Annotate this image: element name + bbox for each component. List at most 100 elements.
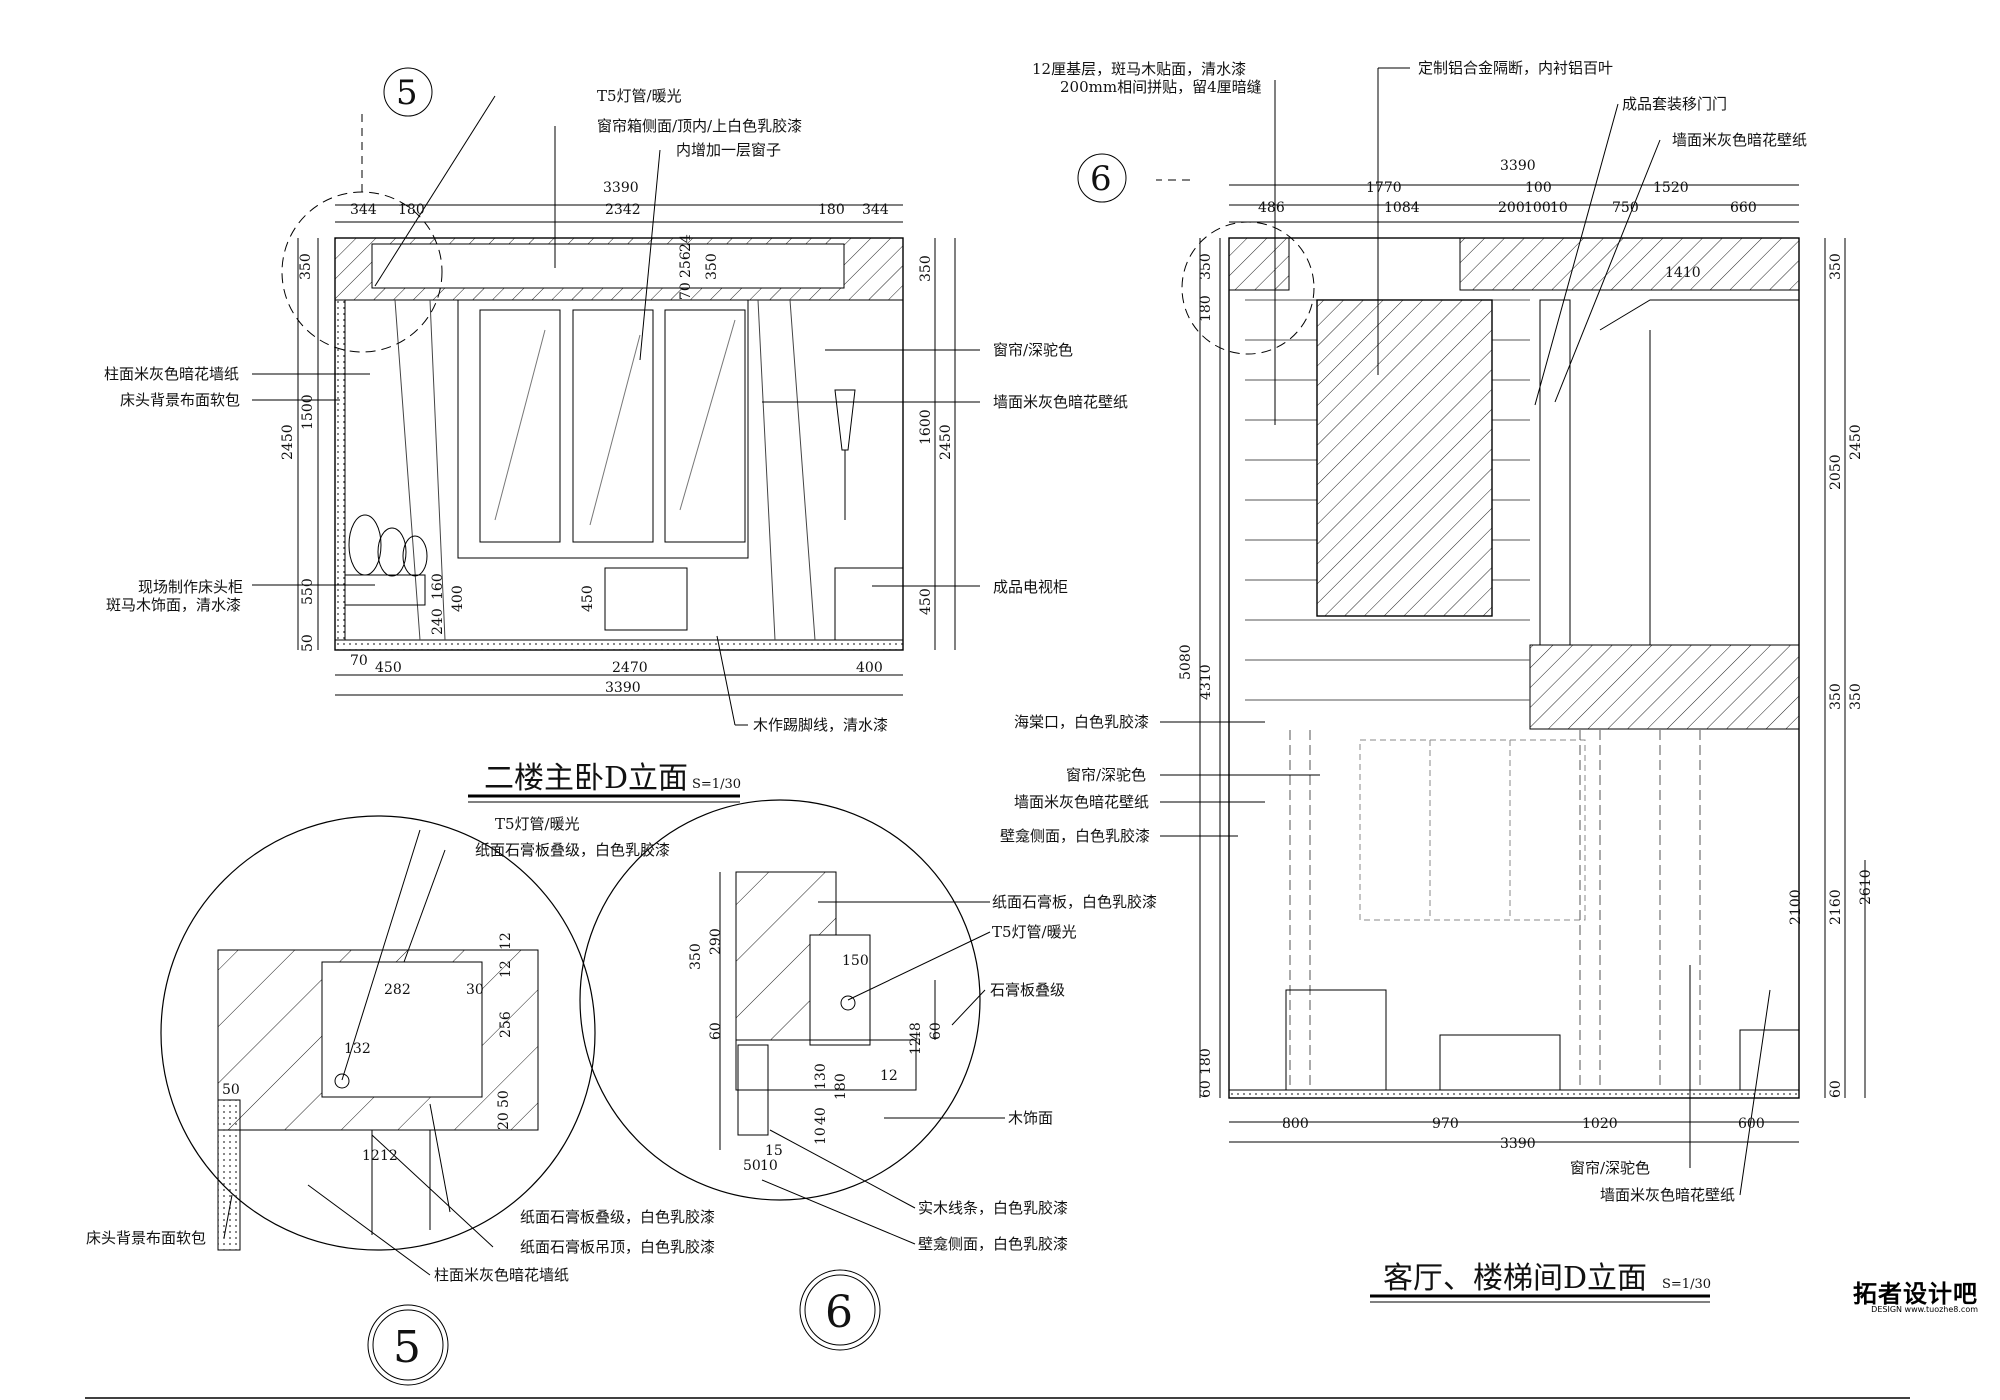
- detail6-dim-290: 290: [708, 928, 724, 955]
- living-dim-750: 750: [1612, 200, 1639, 216]
- detail5-label-bed-back: 床头背景布面软包: [86, 1229, 206, 1247]
- detail6-label-wood: 木饰面: [1008, 1109, 1053, 1127]
- bedroom-elevation-title: 二楼主卧D立面: [484, 761, 688, 796]
- dim-bot-70: 70: [350, 653, 368, 669]
- living-label-wall-paper: 墙面米灰色暗花壁纸: [1672, 131, 1807, 149]
- detail6-dim-12b: 12: [880, 1068, 898, 1084]
- label-bedside-cabinet: 现场制作床头柜: [138, 578, 243, 596]
- detail6-label-stack: 石膏板叠级: [990, 981, 1065, 999]
- living-label-niche-side: 壁龛侧面，白色乳胶漆: [1000, 827, 1150, 845]
- dim-top-total: 3390: [603, 180, 639, 196]
- dim-top-2342: 2342: [605, 202, 641, 218]
- watermark-logo: 拓者设计吧 DESIGN www.tuozhe8.com: [1853, 1282, 1978, 1314]
- dim-in-450: 450: [580, 585, 596, 612]
- detail6-dim-350: 350: [688, 943, 704, 970]
- detail6-dim-10b: 10: [760, 1158, 778, 1174]
- living-dim-l5080: 5080: [1178, 644, 1194, 680]
- detail6-dim-150: 150: [842, 953, 869, 969]
- dim-in-240: 240: [430, 608, 446, 635]
- living-label-curtain-b: 窗帘/深驼色: [1570, 1159, 1650, 1177]
- dim-left-350: 350: [298, 253, 314, 280]
- detail5-bubble: 5: [393, 1322, 421, 1373]
- dim-bot-total: 3390: [605, 680, 641, 696]
- detail5-dim-30: 30: [466, 982, 484, 998]
- living-dim-10: 10: [1550, 200, 1568, 216]
- living-dim-r350c: 350: [1848, 683, 1864, 710]
- dim-mid-24: 24: [678, 234, 694, 252]
- dim-bot-400: 400: [856, 660, 883, 676]
- detail5-dim-20: 20: [496, 1112, 512, 1130]
- living-dim-r60: 60: [1828, 1080, 1844, 1098]
- dim-top-180a: 180: [398, 202, 425, 218]
- living-dim-200: 200: [1498, 200, 1525, 216]
- living-dim-660: 660: [1730, 200, 1757, 216]
- detail6-label-t5: T5灯管/暖光: [992, 923, 1077, 941]
- watermark-title: 拓者设计吧: [1853, 1280, 1978, 1308]
- living-dim-1410: 1410: [1665, 265, 1701, 281]
- dim-in-400: 400: [450, 585, 466, 612]
- living-dim-bot-total: 3390: [1500, 1136, 1536, 1152]
- label-bed-back: 床头背景布面软包: [120, 391, 240, 409]
- living-dim-l350: 350: [1198, 253, 1214, 280]
- living-dim-l4310: 4310: [1198, 664, 1214, 700]
- dim-mid-70: 70: [678, 282, 694, 300]
- bedroom-detail-bubble: 5: [396, 73, 418, 113]
- label-t5-lamp: T5灯管/暖光: [597, 87, 682, 105]
- living-dim-r2450: 2450: [1848, 424, 1864, 460]
- living-label-curtain: 窗帘/深驼色: [1066, 766, 1146, 784]
- detail5-dim-256: 256: [498, 1011, 514, 1038]
- living-label-wall-paper2: 墙面米灰色暗花壁纸: [1014, 793, 1149, 811]
- detail6-dim-130: 130: [813, 1063, 829, 1090]
- living-label-crabapple: 海棠口，白色乳胶漆: [1014, 713, 1149, 731]
- detail5-dim-50b: 50: [496, 1090, 512, 1108]
- label-curtain-box: 窗帘箱侧面/顶内/上白色乳胶漆: [597, 117, 802, 135]
- label-wall-paper: 墙面米灰色暗花壁纸: [993, 393, 1128, 411]
- living-elevation-title: 客厅、楼梯间D立面: [1383, 1261, 1647, 1296]
- dim-right-2450: 2450: [938, 424, 954, 460]
- living-dim-top-total: 3390: [1500, 158, 1536, 174]
- living-dim-l180b: 180: [1198, 1048, 1214, 1075]
- label-tv-cabinet: 成品电视柜: [993, 578, 1068, 596]
- living-dim-r2160: 2160: [1828, 889, 1844, 925]
- label-skirting: 木作踢脚线，清水漆: [753, 716, 888, 734]
- detail5-dim-282: 282: [384, 982, 411, 998]
- detail6-label-gypsum: 纸面石膏板，白色乳胶漆: [992, 893, 1157, 911]
- living-dim-r2050: 2050: [1828, 454, 1844, 490]
- detail5-label-column-paper: 柱面米灰色暗花墙纸: [434, 1266, 569, 1284]
- detail6-dim-60: 60: [708, 1022, 724, 1040]
- detail5-dim-50: 50: [222, 1082, 240, 1098]
- elevation-living: 6 12厘基层，斑马木贴面，清水漆 200mm相间拼贴，留4厘暗缝 定制铝合金隔…: [1000, 59, 1874, 1303]
- detail5-dim-12d: 12: [380, 1148, 398, 1164]
- dim-left-2450: 2450: [280, 424, 296, 460]
- living-dim-top-1770: 1770: [1366, 180, 1402, 196]
- living-dim-100: 100: [1524, 200, 1551, 216]
- watermark-subtitle: DESIGN www.tuozhe8.com: [1871, 1305, 1978, 1314]
- detail6-dim-40: 40: [813, 1107, 829, 1125]
- dim-right-1600: 1600: [918, 409, 934, 445]
- living-dim-r350b: 350: [1828, 683, 1844, 710]
- detail5-label-gypsum-stack2: 纸面石膏板叠级，白色乳胶漆: [520, 1208, 715, 1226]
- label-inner-window: 内增加一层窗子: [676, 141, 781, 159]
- living-dim-600: 600: [1738, 1116, 1765, 1132]
- detail-5: T5灯管/暖光 纸面石膏板叠级，白色乳胶漆 纸面石膏板叠级，白色乳胶漆 纸面石膏…: [86, 815, 715, 1386]
- living-elevation-scale: S=1/30: [1662, 1277, 1711, 1292]
- detail6-dim-12: 12: [908, 1037, 924, 1055]
- detail5-dim-132: 132: [344, 1041, 371, 1057]
- dim-top-344b: 344: [862, 202, 889, 218]
- living-detail-bubble: 6: [1090, 159, 1112, 199]
- dim-bot-450: 450: [375, 660, 402, 676]
- living-dim-1020: 1020: [1582, 1116, 1618, 1132]
- dim-right-350: 350: [918, 255, 934, 282]
- dim-top-344a: 344: [350, 202, 377, 218]
- living-dim-800: 800: [1282, 1116, 1309, 1132]
- dim-in-160: 160: [430, 573, 446, 600]
- living-label-wood-layer1: 12厘基层，斑马木贴面，清水漆: [1032, 60, 1246, 78]
- living-dim-486: 486: [1258, 200, 1285, 216]
- living-dim-970: 970: [1432, 1116, 1459, 1132]
- living-dim-r2100: 2100: [1788, 889, 1804, 925]
- detail5-label-gypsum-ceiling: 纸面石膏板吊顶，白色乳胶漆: [520, 1238, 715, 1256]
- detail5-label-gypsum-stack: 纸面石膏板叠级，白色乳胶漆: [475, 841, 670, 859]
- dim-bot-2470: 2470: [612, 660, 648, 676]
- label-column-paper: 柱面米灰色暗花墙纸: [104, 365, 239, 383]
